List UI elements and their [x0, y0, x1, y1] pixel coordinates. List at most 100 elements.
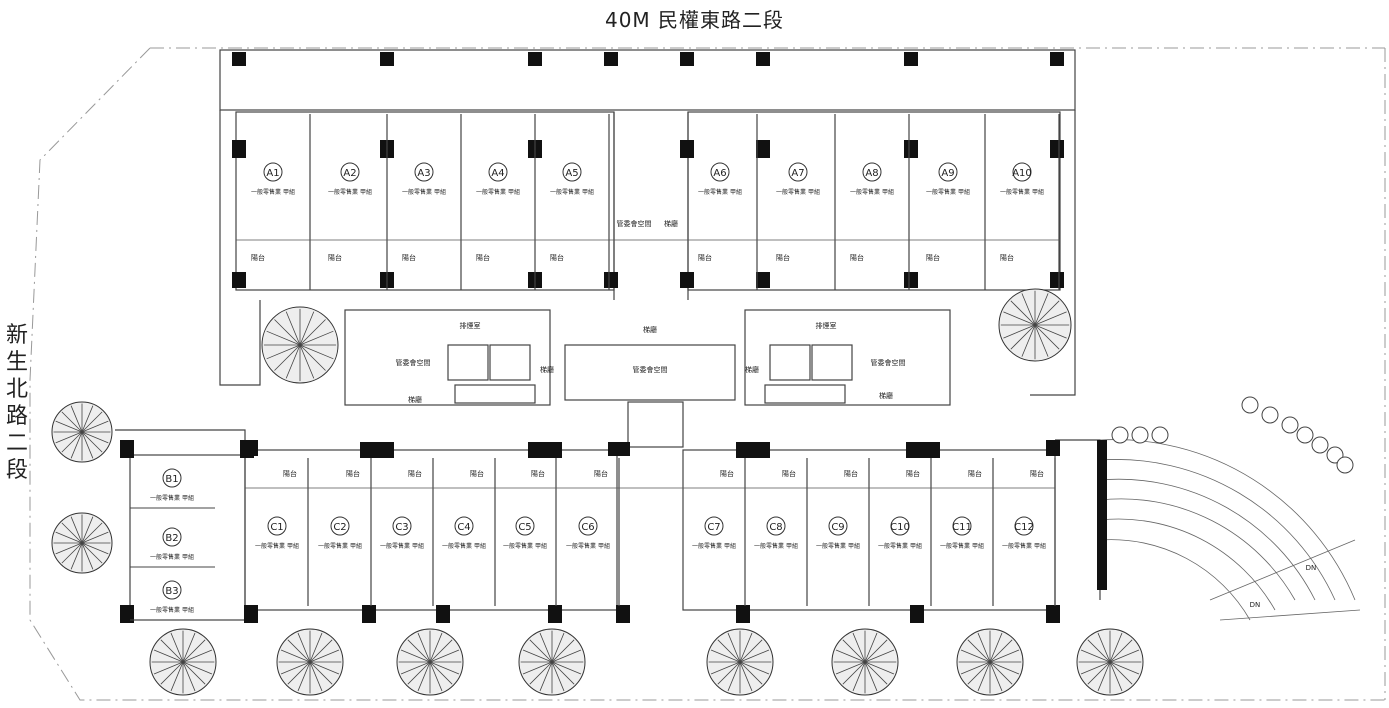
balcony-label: 陽台	[283, 469, 297, 478]
balcony-label: 陽台	[1030, 469, 1044, 478]
shrub-symbol	[1111, 426, 1129, 444]
unit-use-label: 一般零售業 甲組	[150, 553, 194, 561]
shrub-symbol	[1241, 396, 1259, 414]
unit-use-label: 一般零售業 甲組	[550, 188, 594, 196]
unit-use-label: 一般零售業 甲組	[476, 188, 520, 196]
column	[680, 52, 694, 66]
column	[244, 440, 258, 456]
column	[1050, 140, 1064, 158]
shrub-symbol	[1131, 426, 1149, 444]
unit-label: C2	[333, 522, 346, 533]
column	[736, 442, 770, 458]
exhaust-room-label: 排煙室	[460, 321, 481, 330]
column	[910, 605, 924, 623]
stair-hall-label: 梯廳	[540, 365, 554, 374]
tree-symbol	[956, 628, 1024, 696]
tree-symbol	[706, 628, 774, 696]
committee-space-label: 管委會空間	[617, 219, 652, 228]
unit-use-label: 一般零售業 甲組	[318, 542, 362, 550]
shrub-symbol	[1296, 426, 1314, 444]
column	[736, 605, 750, 623]
column	[680, 140, 694, 158]
balcony-label: 陽台	[1000, 253, 1014, 262]
committee-space-label: 管委會空間	[633, 365, 668, 374]
unit-marker	[890, 516, 910, 536]
balcony-label: 陽台	[594, 469, 608, 478]
unit-label: C10	[890, 522, 910, 533]
column	[904, 140, 918, 158]
column	[548, 605, 562, 623]
unit-use-label: 一般零售業 甲組	[251, 188, 295, 196]
unit-marker	[263, 162, 283, 182]
column	[232, 140, 246, 158]
shrub-symbol	[1281, 416, 1299, 434]
balcony-label: 陽台	[906, 469, 920, 478]
stair-hall-label: 梯廳	[745, 365, 759, 374]
column	[360, 442, 394, 458]
unit-marker	[488, 162, 508, 182]
column	[232, 272, 246, 288]
column	[604, 52, 618, 66]
unit-label: A6	[713, 168, 726, 179]
unit-label: C9	[831, 522, 844, 533]
balcony-label: 陽台	[476, 253, 490, 262]
tree-symbol	[396, 628, 464, 696]
down-label: DN	[1250, 601, 1261, 609]
column	[244, 605, 258, 623]
unit-use-label: 一般零售業 甲組	[402, 188, 446, 196]
unit-marker	[330, 516, 350, 536]
shrub-symbol	[1311, 436, 1329, 454]
unit-label: C1	[270, 522, 283, 533]
tree-symbol	[518, 628, 586, 696]
unit-label: A1	[266, 168, 279, 179]
unit-use-label: 一般零售業 甲組	[692, 542, 736, 550]
unit-use-label: 一般零售業 甲組	[150, 606, 194, 614]
unit-marker	[766, 516, 786, 536]
unit-marker	[952, 516, 972, 536]
tree-symbol	[149, 628, 217, 696]
column	[604, 272, 618, 288]
unit-label: B3	[165, 586, 178, 597]
column	[1050, 52, 1064, 66]
unit-label: C5	[518, 522, 531, 533]
unit-marker	[515, 516, 535, 536]
column	[362, 605, 376, 623]
column	[232, 52, 246, 66]
unit-label: A9	[941, 168, 954, 179]
unit-marker	[938, 162, 958, 182]
balcony-label: 陽台	[776, 253, 790, 262]
column	[1046, 605, 1060, 623]
unit-marker	[1014, 516, 1034, 536]
column	[1050, 272, 1064, 288]
unit-marker	[710, 162, 730, 182]
unit-use-label: 一般零售業 甲組	[1000, 188, 1044, 196]
column	[756, 52, 770, 66]
balcony-label: 陽台	[470, 469, 484, 478]
column	[904, 52, 918, 66]
unit-use-label: 一般零售業 甲組	[328, 188, 372, 196]
shrub-symbol	[1336, 456, 1354, 474]
unit-label: C6	[581, 522, 594, 533]
stair-hall-label: 梯廳	[664, 219, 678, 228]
unit-use-label: 一般零售業 甲組	[926, 188, 970, 196]
column	[680, 272, 694, 288]
balcony-label: 陽台	[850, 253, 864, 262]
shrub-symbol	[1151, 426, 1169, 444]
unit-marker	[562, 162, 582, 182]
column	[906, 442, 940, 458]
unit-label: C3	[395, 522, 408, 533]
unit-marker	[392, 516, 412, 536]
wall-bar	[1097, 440, 1107, 590]
tree-symbol	[1076, 628, 1144, 696]
column	[380, 52, 394, 66]
stair-hall-label: 梯廳	[643, 325, 657, 334]
unit-use-label: 一般零售業 甲組	[698, 188, 742, 196]
column	[528, 52, 542, 66]
column	[904, 272, 918, 288]
balcony-label: 陽台	[698, 253, 712, 262]
balcony-label: 陽台	[328, 253, 342, 262]
unit-marker	[828, 516, 848, 536]
unit-marker	[454, 516, 474, 536]
unit-use-label: 一般零售業 甲組	[878, 542, 922, 550]
